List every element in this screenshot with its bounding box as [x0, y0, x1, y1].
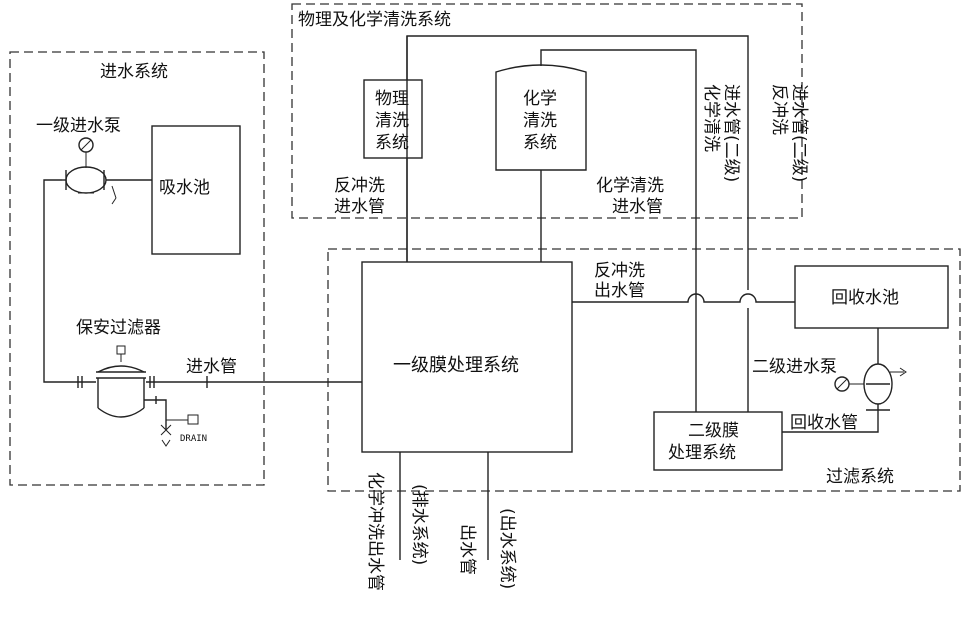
recovery-pipe-label: 回收水管 [790, 413, 858, 433]
backwash-secondary-label-2: 进水管(二级) [789, 84, 809, 182]
backwash-secondary-pipe [406, 35, 749, 290]
security-filter-icon [77, 345, 199, 447]
physical-cleaning-line-2: 清洗 [375, 111, 409, 131]
chemical-backwash-outlet-label-2: (排水系统) [409, 484, 429, 565]
outlet-pipe-label-group: 出水管 [457, 524, 477, 575]
outlet-pipe-label-1: 出水管 [457, 524, 477, 575]
security-filter-label: 保安过滤器 [76, 318, 161, 338]
water-inlet-region-border [9, 51, 265, 486]
primary-membrane-system-box [361, 261, 573, 453]
outlet-pipe-sub-group: (出水系统) [497, 508, 517, 589]
chemical-backwash-outlet-sub-group: (排水系统) [409, 484, 429, 565]
suction-tank-box [151, 125, 241, 255]
chemical-inlet-label-2: 进水管 [612, 197, 663, 217]
primary-membrane-system-label: 一级膜处理系统 [393, 355, 519, 376]
chemical-cleaning-line-1: 化学 [523, 89, 557, 109]
chemical-cleaning-line-3: 系统 [523, 133, 557, 153]
backwash-inlet-label-1: 反冲洗 [334, 176, 385, 196]
filtration-region-border [327, 248, 961, 492]
outlet-pipe-label-2: (出水系统) [497, 508, 517, 589]
backwash-outlet-label-2: 出水管 [594, 281, 645, 301]
primary-inlet-pump-icon [62, 137, 152, 205]
drain-label: DRAIN [180, 434, 207, 444]
inlet-pipe-loop [43, 179, 96, 383]
primary-inlet-pump-label: 一级进水泵 [36, 116, 121, 136]
secondary-membrane-system-box [653, 411, 783, 471]
backwash-secondary-label-group: 反冲洗 进水管(二级) [769, 84, 809, 182]
water-inlet-region-title: 进水系统 [100, 62, 168, 82]
suction-tank-label: 吸水池 [159, 178, 210, 198]
recovery-tank-label: 回收水池 [831, 288, 899, 308]
secondary-membrane-line-1: 二级膜 [688, 421, 739, 441]
cleaning-region-border [291, 3, 803, 219]
secondary-membrane-line-2: 处理系统 [668, 443, 736, 463]
chemical-secondary-pipe [540, 49, 697, 412]
chemical-backwash-outlet-label-1: 化学冲洗出水管 [365, 472, 385, 591]
filtration-region-title: 过滤系统 [826, 467, 894, 487]
secondary-inlet-pump-label: 二级进水泵 [752, 357, 837, 377]
backwash-inlet-label-2: 进水管 [334, 197, 385, 217]
chemical-secondary-label-2: 进水管(二级) [721, 84, 741, 182]
backwash-outlet-pipe-line [572, 293, 795, 303]
secondary-inlet-pump-icon [782, 328, 907, 433]
physical-cleaning-line-1: 物理 [375, 89, 409, 109]
physical-cleaning-system-box [363, 79, 423, 159]
chemical-secondary-label-group: 化学清洗 进水管(二级) [701, 84, 741, 182]
chemical-secondary-label-1: 化学清洗 [701, 84, 721, 152]
backwash-secondary-label-1: 反冲洗 [769, 84, 789, 135]
backwash-outlet-label-1: 反冲洗 [594, 261, 645, 281]
chemical-cleaning-line-2: 清洗 [523, 111, 557, 131]
recovery-tank-box [794, 265, 949, 329]
cleaning-region-title: 物理及化学清洗系统 [298, 10, 451, 30]
chemical-backwash-outlet-label-group: 化学冲洗出水管 [365, 472, 385, 591]
physical-cleaning-line-3: 系统 [375, 133, 409, 153]
chemical-cleaning-tank [495, 64, 587, 171]
chemical-inlet-label-1: 化学清洗 [596, 176, 664, 196]
inlet-pipe-label: 进水管 [186, 357, 237, 377]
